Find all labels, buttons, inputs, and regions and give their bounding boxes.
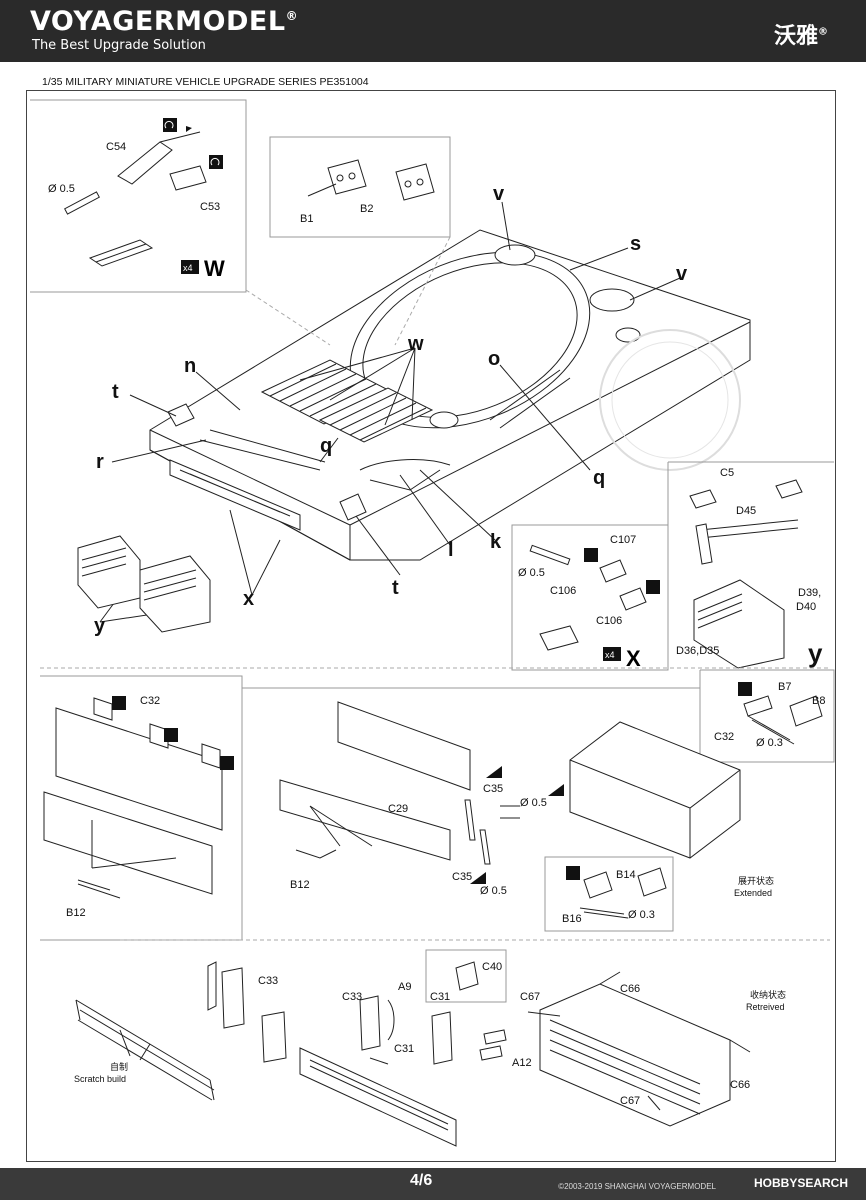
step-retrieved: C67 C66 收纳状态 Retreived C66 C67	[520, 971, 786, 1127]
page-number: 4/6	[410, 1172, 433, 1189]
svg-text:D40: D40	[796, 601, 816, 613]
svg-text:C31: C31	[394, 1043, 414, 1055]
svg-text:C29: C29	[388, 803, 408, 815]
svg-text:n: n	[184, 355, 196, 377]
svg-text:l: l	[448, 539, 454, 561]
svg-text:B7: B7	[778, 681, 791, 693]
svg-text:C106: C106	[550, 585, 576, 597]
svg-text:C106: C106	[596, 615, 622, 627]
header-bar: VOYAGERMODEL® The Best Upgrade Solution …	[0, 0, 866, 62]
detail-box-w: C54 Ø 0.5 C53 x4 W	[30, 99, 247, 293]
svg-text:A12: A12	[512, 1057, 532, 1069]
svg-text:收纳状态: 收纳状态	[750, 989, 786, 1000]
svg-text:o: o	[488, 348, 500, 370]
svg-text:t: t	[392, 577, 399, 599]
svg-text:B12: B12	[290, 879, 310, 891]
svg-text:C33: C33	[258, 975, 278, 987]
footer-bar: 4/6 ©2003-2019 SHANGHAI VOYAGERMODEL HOB…	[0, 1168, 866, 1200]
svg-text:X: X	[626, 646, 641, 671]
svg-text:自制: 自制	[110, 1061, 128, 1072]
svg-text:C67: C67	[520, 991, 540, 1003]
svg-text:D36,D35: D36,D35	[676, 645, 719, 657]
svg-text:Ø 0.5: Ø 0.5	[518, 567, 545, 579]
svg-text:s: s	[630, 233, 641, 255]
svg-text:Ø 0.5: Ø 0.5	[480, 885, 507, 897]
svg-text:C67: C67	[620, 1095, 640, 1107]
svg-text:B16: B16	[562, 913, 582, 925]
svg-text:W: W	[204, 256, 225, 281]
page-frame	[26, 90, 836, 1162]
svg-text:C32: C32	[140, 695, 160, 707]
detail-box-y: C5 D45 D39, D40 D36,D35 y	[667, 461, 834, 669]
stowage-boxes-y	[77, 535, 211, 633]
svg-text:Ø 0.5: Ø 0.5	[48, 183, 75, 195]
svg-text:Retreived: Retreived	[746, 1002, 785, 1012]
svg-text:Ø 0.5: Ø 0.5	[520, 797, 547, 809]
svg-text:C53: C53	[200, 201, 220, 213]
svg-text:Ø 0.3: Ø 0.3	[628, 909, 655, 921]
svg-text:A9: A9	[398, 981, 411, 993]
svg-text:C54: C54	[106, 141, 126, 153]
svg-text:C66: C66	[730, 1079, 750, 1091]
svg-text:C40: C40	[482, 961, 502, 973]
svg-text:q: q	[320, 435, 332, 457]
series-title: 1/35 MILITARY MINIATURE VEHICLE UPGRADE …	[42, 76, 369, 88]
step-c29-panel: C29 B12 C35 Ø 0.5 C35 Ø 0.5	[242, 687, 700, 897]
brand-chinese: 沃雅®	[773, 24, 828, 49]
detail-box-x: C107 Ø 0.5 C106 C106 x4 X	[511, 524, 669, 671]
svg-text:B14: B14	[616, 869, 636, 881]
svg-text:B8: B8	[812, 695, 825, 707]
brand-tagline: The Best Upgrade Solution	[32, 38, 206, 53]
svg-text:r: r	[96, 451, 104, 473]
svg-text:Extended: Extended	[734, 888, 772, 898]
svg-text:C107: C107	[610, 534, 636, 546]
step-c32-panel: C32 B12	[40, 675, 243, 941]
svg-text:Ø 0.3: Ø 0.3	[756, 737, 783, 749]
svg-text:C5: C5	[720, 467, 734, 479]
svg-text:k: k	[490, 531, 502, 553]
svg-text:x: x	[243, 588, 254, 610]
svg-text:Scratch build: Scratch build	[74, 1074, 126, 1084]
svg-text:t: t	[112, 381, 119, 403]
step-rack-assembly: C40 C33 A9 C31 C31 A12	[299, 949, 532, 1147]
hull-leaders	[99, 201, 681, 623]
svg-text:C35: C35	[452, 871, 472, 883]
svg-text:v: v	[493, 183, 505, 205]
svg-text:w: w	[407, 333, 424, 355]
svg-text:C66: C66	[620, 983, 640, 995]
svg-text:y: y	[808, 638, 823, 668]
svg-text:q: q	[593, 467, 605, 489]
svg-text:B2: B2	[360, 203, 373, 215]
svg-text:v: v	[676, 263, 688, 285]
svg-text:y: y	[94, 615, 106, 637]
svg-text:D45: D45	[736, 505, 756, 517]
svg-text:C31: C31	[430, 991, 450, 1003]
detail-box-b: B1 B2	[269, 136, 451, 238]
svg-text:C35: C35	[483, 783, 503, 795]
svg-text:D39,: D39,	[798, 587, 821, 599]
svg-text:B12: B12	[66, 907, 86, 919]
svg-text:x4: x4	[183, 263, 193, 273]
svg-text:C32: C32	[714, 731, 734, 743]
detail-box-b14: B14 B16 Ø 0.3	[544, 856, 674, 932]
copyright-text: ©2003-2019 SHANGHAI VOYAGERMODEL	[558, 1182, 716, 1191]
source-watermark: HOBBYSEARCH	[753, 1176, 848, 1190]
step-b7-extended: B7 B8 C32 Ø 0.3	[569, 669, 835, 859]
brand-logo: VOYAGERMODEL®	[30, 6, 299, 37]
engine-grille	[260, 359, 434, 443]
svg-text:C33: C33	[342, 991, 362, 1003]
svg-text:B1: B1	[300, 213, 313, 225]
svg-text:展开状态: 展开状态	[738, 875, 774, 886]
hull-drawing	[149, 229, 751, 561]
step-scratch-build: C33 自制 Scratch build	[74, 961, 287, 1101]
svg-text:x4: x4	[605, 650, 615, 660]
